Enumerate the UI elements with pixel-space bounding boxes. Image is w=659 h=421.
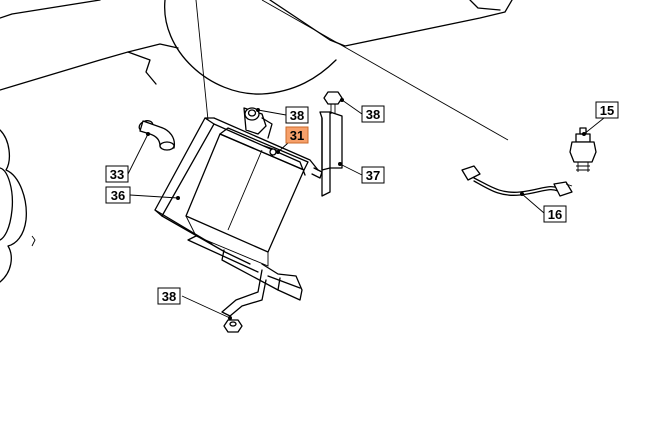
part-33-elbow <box>138 120 176 151</box>
callout-15-text: 15 <box>600 103 614 118</box>
context-outlines <box>0 0 513 283</box>
callout-16-text: 16 <box>548 207 562 222</box>
callout-37-text: 37 <box>366 168 380 183</box>
callout-38-bolt-text: 38 <box>366 107 380 122</box>
callout-16[interactable]: 16 <box>543 205 567 223</box>
callout-38-bolt[interactable]: 38 <box>361 105 385 123</box>
leader-lines <box>127 98 605 320</box>
callout-36[interactable]: 36 <box>105 186 131 204</box>
callout-38-top-text: 38 <box>290 108 304 123</box>
part-15-sensor <box>569 127 597 172</box>
callout-31-text: 31 <box>290 128 304 143</box>
callout-15[interactable]: 15 <box>595 101 619 119</box>
callout-38-top[interactable]: 38 <box>285 106 309 124</box>
callout-31[interactable]: 31 <box>285 126 309 144</box>
part-36-frame <box>154 107 323 301</box>
callout-38-bottom[interactable]: 38 <box>157 287 181 305</box>
bottom-bracket <box>221 269 267 333</box>
callout-37[interactable]: 37 <box>361 166 385 184</box>
callout-36-text: 36 <box>111 188 125 203</box>
part-16-cable <box>461 165 573 197</box>
callout-33[interactable]: 33 <box>105 165 129 183</box>
part-37-bracket <box>319 91 343 197</box>
callout-38-bottom-text: 38 <box>162 289 176 304</box>
callout-33-text: 33 <box>110 167 124 182</box>
